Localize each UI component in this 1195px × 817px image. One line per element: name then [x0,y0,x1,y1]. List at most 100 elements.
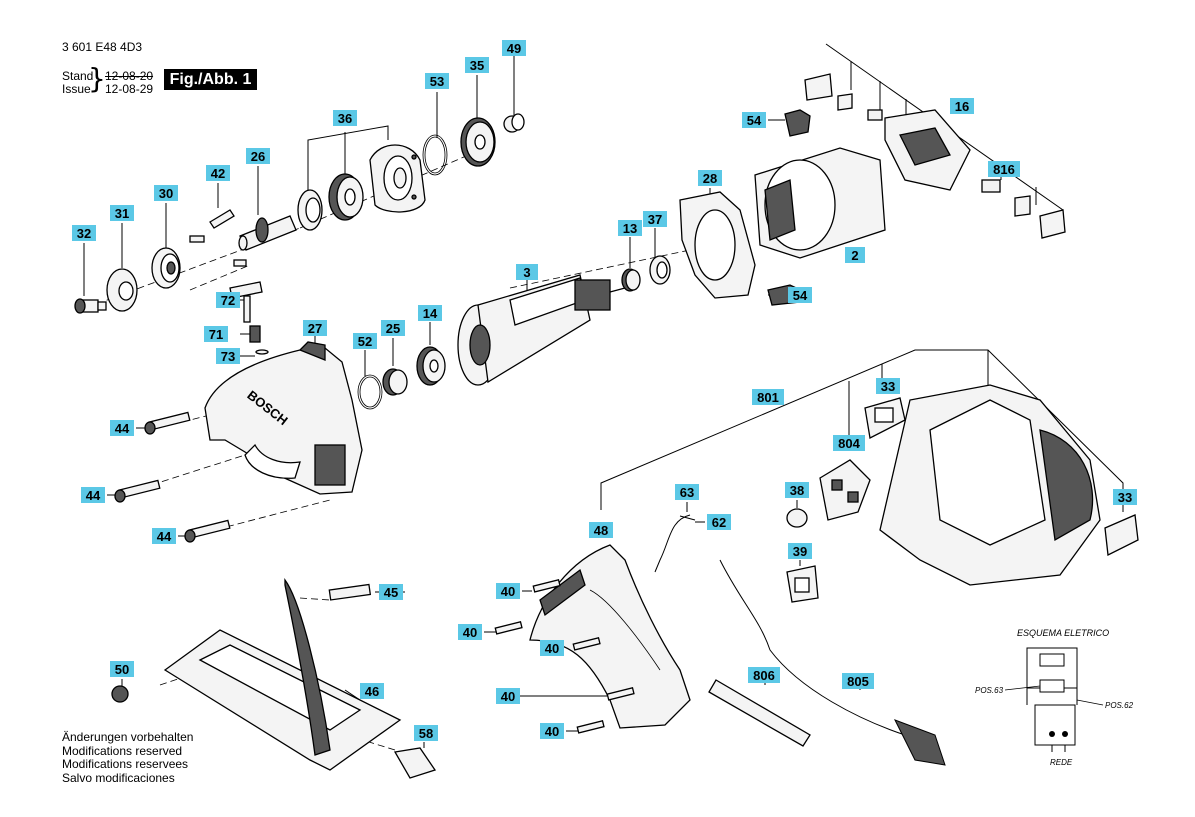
svg-text:40: 40 [501,689,515,704]
svg-text:805: 805 [847,674,869,689]
clamp-flange-31 [106,268,138,312]
tag-48: 48 [589,522,613,538]
ring-37 [649,255,671,285]
doc-number: 3 601 E48 4D3 [62,40,143,54]
svg-text:39: 39 [793,544,807,559]
svg-text:26: 26 [251,149,265,164]
svg-text:54: 54 [747,113,762,128]
tag-40-c: 40 [540,640,564,656]
tag-58: 58 [414,725,438,741]
screw-32 [74,298,107,314]
tag-72: 72 [216,292,240,308]
schematic-title: ESQUEMA ELETRICO [1017,628,1109,638]
svg-text:48: 48 [594,523,608,538]
stator-2 [754,147,886,259]
screw-40-d [606,687,635,701]
svg-text:62: 62 [712,515,726,530]
svg-text:16: 16 [955,99,969,114]
issue-label: Issue [62,82,91,96]
ring-52 [357,374,383,410]
svg-text:30: 30 [159,186,173,201]
o-ring-53 [422,134,448,176]
svg-text:52: 52 [358,334,372,349]
switch-assembly-16 [804,73,1066,239]
tag-52: 52 [353,333,377,349]
wing-screw-58 [393,747,437,779]
armature-3 [457,274,626,386]
tag-30: 30 [154,185,178,201]
spring-71 [249,325,261,343]
tag-25: 25 [381,320,405,336]
svg-text:40: 40 [545,641,559,656]
screw-40-e [576,720,605,734]
svg-text:49: 49 [507,41,521,56]
tag-62: 62 [707,514,731,530]
bearing-36 [328,173,364,221]
part-number-tags: 49 35 53 36 26 42 30 31 32 72 71 73 27 5… [72,40,1137,741]
svg-text:36: 36 [338,111,352,126]
spindle-26 [238,215,297,251]
tube-806 [708,679,811,747]
tag-40-a: 40 [496,583,520,599]
figure-label: Fig./Abb. 1 [164,69,257,90]
svg-text:13: 13 [623,221,637,236]
bolt-45 [328,583,372,601]
svg-text:71: 71 [209,327,223,342]
cable-805 [719,559,946,766]
tag-73: 73 [216,348,240,364]
tag-801: 801 [752,389,784,405]
tag-805: 805 [842,673,874,689]
brace-glyph: } [88,62,106,95]
switch-804 [819,459,871,521]
svg-text:40: 40 [463,625,477,640]
base-plate-46 [163,578,402,771]
svg-text:31: 31 [115,206,129,221]
tag-40-d: 40 [496,688,520,704]
svg-text:40: 40 [501,584,515,599]
flange-30 [151,247,181,289]
tag-54-top: 54 [742,112,766,128]
wire-62-63 [654,514,696,573]
tag-37: 37 [643,211,667,227]
screw-40-a [532,579,561,593]
tag-44-c: 44 [152,528,176,544]
tag-32: 32 [72,225,96,241]
svg-text:801: 801 [757,390,779,405]
svg-text:804: 804 [838,436,860,451]
svg-text:45: 45 [384,585,398,600]
tag-53: 53 [425,73,449,89]
svg-text:53: 53 [430,74,444,89]
clip-73 [255,349,269,355]
tag-28: 28 [698,170,722,186]
screw-44-a [144,411,191,435]
svg-text:25: 25 [386,321,400,336]
tag-44-b: 44 [81,487,105,503]
note-line: Modifications reserved [62,743,183,758]
bushing-49 [503,113,525,133]
screw-40-b [494,621,523,635]
svg-text:44: 44 [115,421,130,436]
svg-text:63: 63 [680,485,694,500]
tag-49: 49 [502,40,526,56]
tag-2: 2 [845,247,865,263]
nut-50 [111,685,129,703]
flange-36 [369,144,426,213]
tag-42: 42 [206,165,230,181]
bearing-13 [621,268,641,292]
svg-text:816: 816 [993,162,1015,177]
svg-text:58: 58 [419,726,433,741]
gear-35 [460,117,496,167]
electrical-schematic: ESQUEMA ELETRICO POS.63 POS.62 REDE [975,628,1134,767]
tag-816: 816 [988,161,1020,177]
handle-48 [529,544,691,729]
cover-33-b [1104,514,1139,556]
note-line: Änderungen vorbehalten [62,730,194,744]
tag-806: 806 [748,667,780,683]
svg-text:35: 35 [470,58,484,73]
bearing-14 [416,346,446,386]
tag-63: 63 [675,484,699,500]
tag-804: 804 [833,435,865,451]
tag-71: 71 [204,326,228,342]
stand-label: Stand [62,69,94,83]
tag-50: 50 [110,661,134,677]
